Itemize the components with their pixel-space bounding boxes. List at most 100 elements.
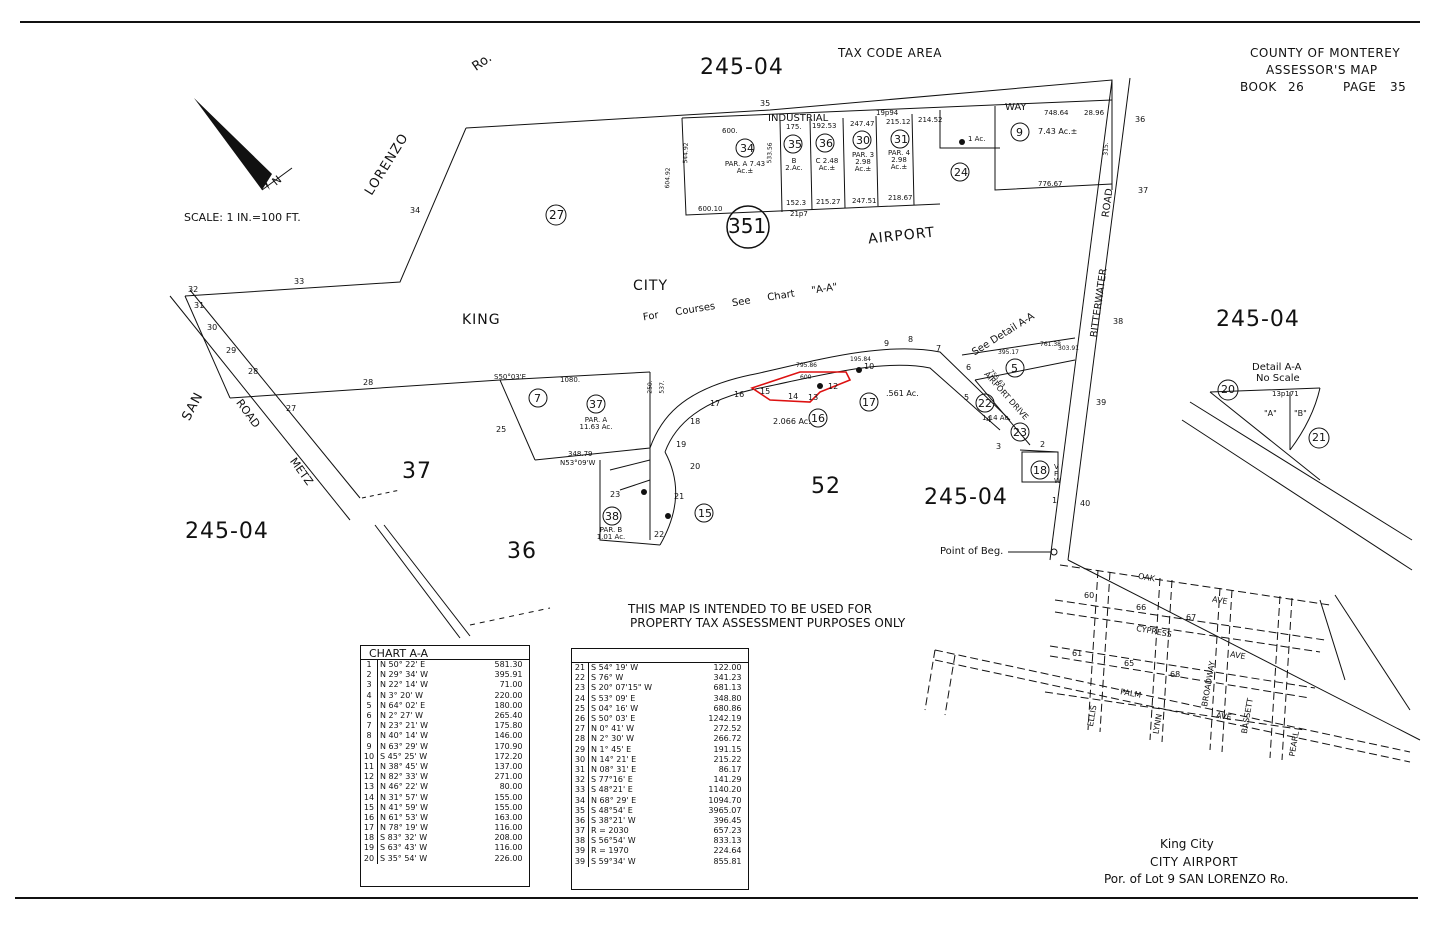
label-king: KING: [462, 312, 501, 328]
chart-left-cell: N 61° 53' W: [380, 812, 429, 822]
area-number-37: 37: [402, 459, 432, 484]
chart-left-cell: 8: [361, 731, 378, 742]
seg-29: 29: [226, 346, 237, 355]
book-value: 26: [1288, 80, 1305, 94]
chart-right-cell: 23: [572, 683, 589, 694]
chart-right-cell: S 48°21' E: [591, 785, 633, 795]
seg-10: 10: [864, 362, 875, 371]
dim-544-92: 544.92: [682, 142, 690, 164]
chart-right-cell: 191.15: [713, 744, 742, 754]
chart-left-cell: N 22° 14' W: [380, 680, 429, 690]
chart-left-cell: 4: [361, 690, 378, 701]
seg-4: 4: [986, 415, 992, 424]
parcel-boundaries: [169, 77, 1421, 741]
dim-250: 250.: [646, 380, 654, 394]
seg-1: 1: [1052, 496, 1058, 505]
chart-left-cell: 13: [361, 782, 378, 793]
chart-left-cell: 7: [361, 721, 378, 732]
assessor-map-label: ASSESSOR'S MAP: [1266, 63, 1378, 77]
seg-37: 37: [1138, 186, 1149, 195]
chart-left-cell: 220.00: [494, 690, 523, 700]
chart-right-cell: 1242.19: [708, 714, 742, 724]
chart-left-cell: S 63° 43' W: [380, 843, 428, 853]
parcel-dots: [641, 139, 965, 519]
chart-left-cell: N 63° 29' W: [380, 741, 429, 751]
chart-right-cell: R = 2030: [591, 826, 629, 836]
tax-area-center: 245-04: [924, 485, 1008, 510]
chart-right-cell: 681.13: [713, 683, 742, 693]
chart-right-cell: S 04° 16' W: [591, 703, 639, 713]
chart-right-cell: 29: [572, 744, 589, 755]
chart-left-cell: S 45° 25' W: [380, 751, 428, 761]
seg-20: 20: [690, 462, 701, 471]
seg-16: 16: [734, 390, 745, 399]
dim-n53-09-w: N53°09'W: [560, 459, 596, 467]
chart-left-cell: 20: [361, 853, 378, 864]
seg-18: 18: [690, 417, 701, 426]
dim-247-47: 247.47: [850, 120, 875, 128]
dim-776-67: 776.67: [1038, 180, 1063, 188]
disclaimer-line-1: THIS MAP IS INTENDED TO BE USED FOR: [628, 602, 873, 616]
chart-right-cell: 26: [572, 713, 589, 725]
detail-b: "B": [1294, 409, 1307, 418]
area-number-36: 36: [507, 539, 537, 564]
chart-right-cell: 215.22: [713, 754, 742, 764]
chart-right-cell: 141.29: [713, 775, 742, 785]
chart-right-cell: 1140.20: [708, 785, 742, 795]
chart-left-cell: N 29° 34' W: [380, 670, 429, 680]
parcel-36-id: 36: [819, 137, 833, 150]
seg-39: 39: [1096, 398, 1107, 407]
chart-left-cell: 5: [361, 700, 378, 711]
parcel-17-id: 17: [862, 396, 876, 409]
parcel-24-id: 24: [954, 166, 968, 179]
chart-left-cell: N 41° 59' W: [380, 802, 429, 812]
chart-left-cell: 6: [361, 710, 378, 722]
dim-215-27: 215.27: [816, 198, 841, 206]
chart-right-cell: S 59°34' W: [591, 856, 636, 866]
seg-22: 22: [654, 530, 665, 539]
seg-12: 12: [828, 382, 839, 391]
chart-left-cell: 11: [361, 761, 378, 773]
parcel-37-id: 37: [589, 398, 603, 411]
parcel-16-detail: 2.066 Ac.: [773, 417, 811, 426]
disclaimer-line-2: PROPERTY TAX ASSESSMENT PURPOSES ONLY: [630, 616, 906, 630]
chart-left-cell: 1: [361, 660, 378, 671]
area-number-52: 52: [811, 474, 841, 499]
dim-600-b: 600: [800, 374, 812, 381]
chart-right-cell: 34: [572, 795, 589, 806]
chart-right-cell: 37: [572, 826, 589, 837]
dim-315: 315.: [1102, 142, 1110, 156]
chart-right-cell: S 38°21' W: [591, 815, 636, 825]
seg-32: 32: [188, 285, 199, 294]
chart-left-cell: 3: [361, 680, 378, 691]
chart-left-cell: 226.00: [494, 853, 523, 863]
chart-right-cell: 341.23: [713, 673, 742, 683]
chart-left-cell: 116.00: [494, 843, 523, 853]
seg-33: 33: [294, 277, 305, 286]
chart-left-cell: 155.00: [494, 802, 523, 812]
chart-left-cell: 271.00: [494, 772, 523, 782]
north-arrow-fill: [194, 98, 272, 190]
page-label: PAGE: [1343, 80, 1377, 94]
parcel-21-id: 21: [1312, 431, 1326, 444]
chart-left-cell: 581.30: [494, 660, 523, 670]
parcel-27-id: 27: [549, 208, 565, 222]
chart-right-cell: 266.72: [713, 734, 742, 744]
chart-right-cell: N 2° 30' W: [591, 734, 634, 744]
chart-right-header: [572, 649, 748, 663]
chart-left-cell: 19: [361, 843, 378, 854]
chart-left-cell: 17: [361, 823, 378, 834]
